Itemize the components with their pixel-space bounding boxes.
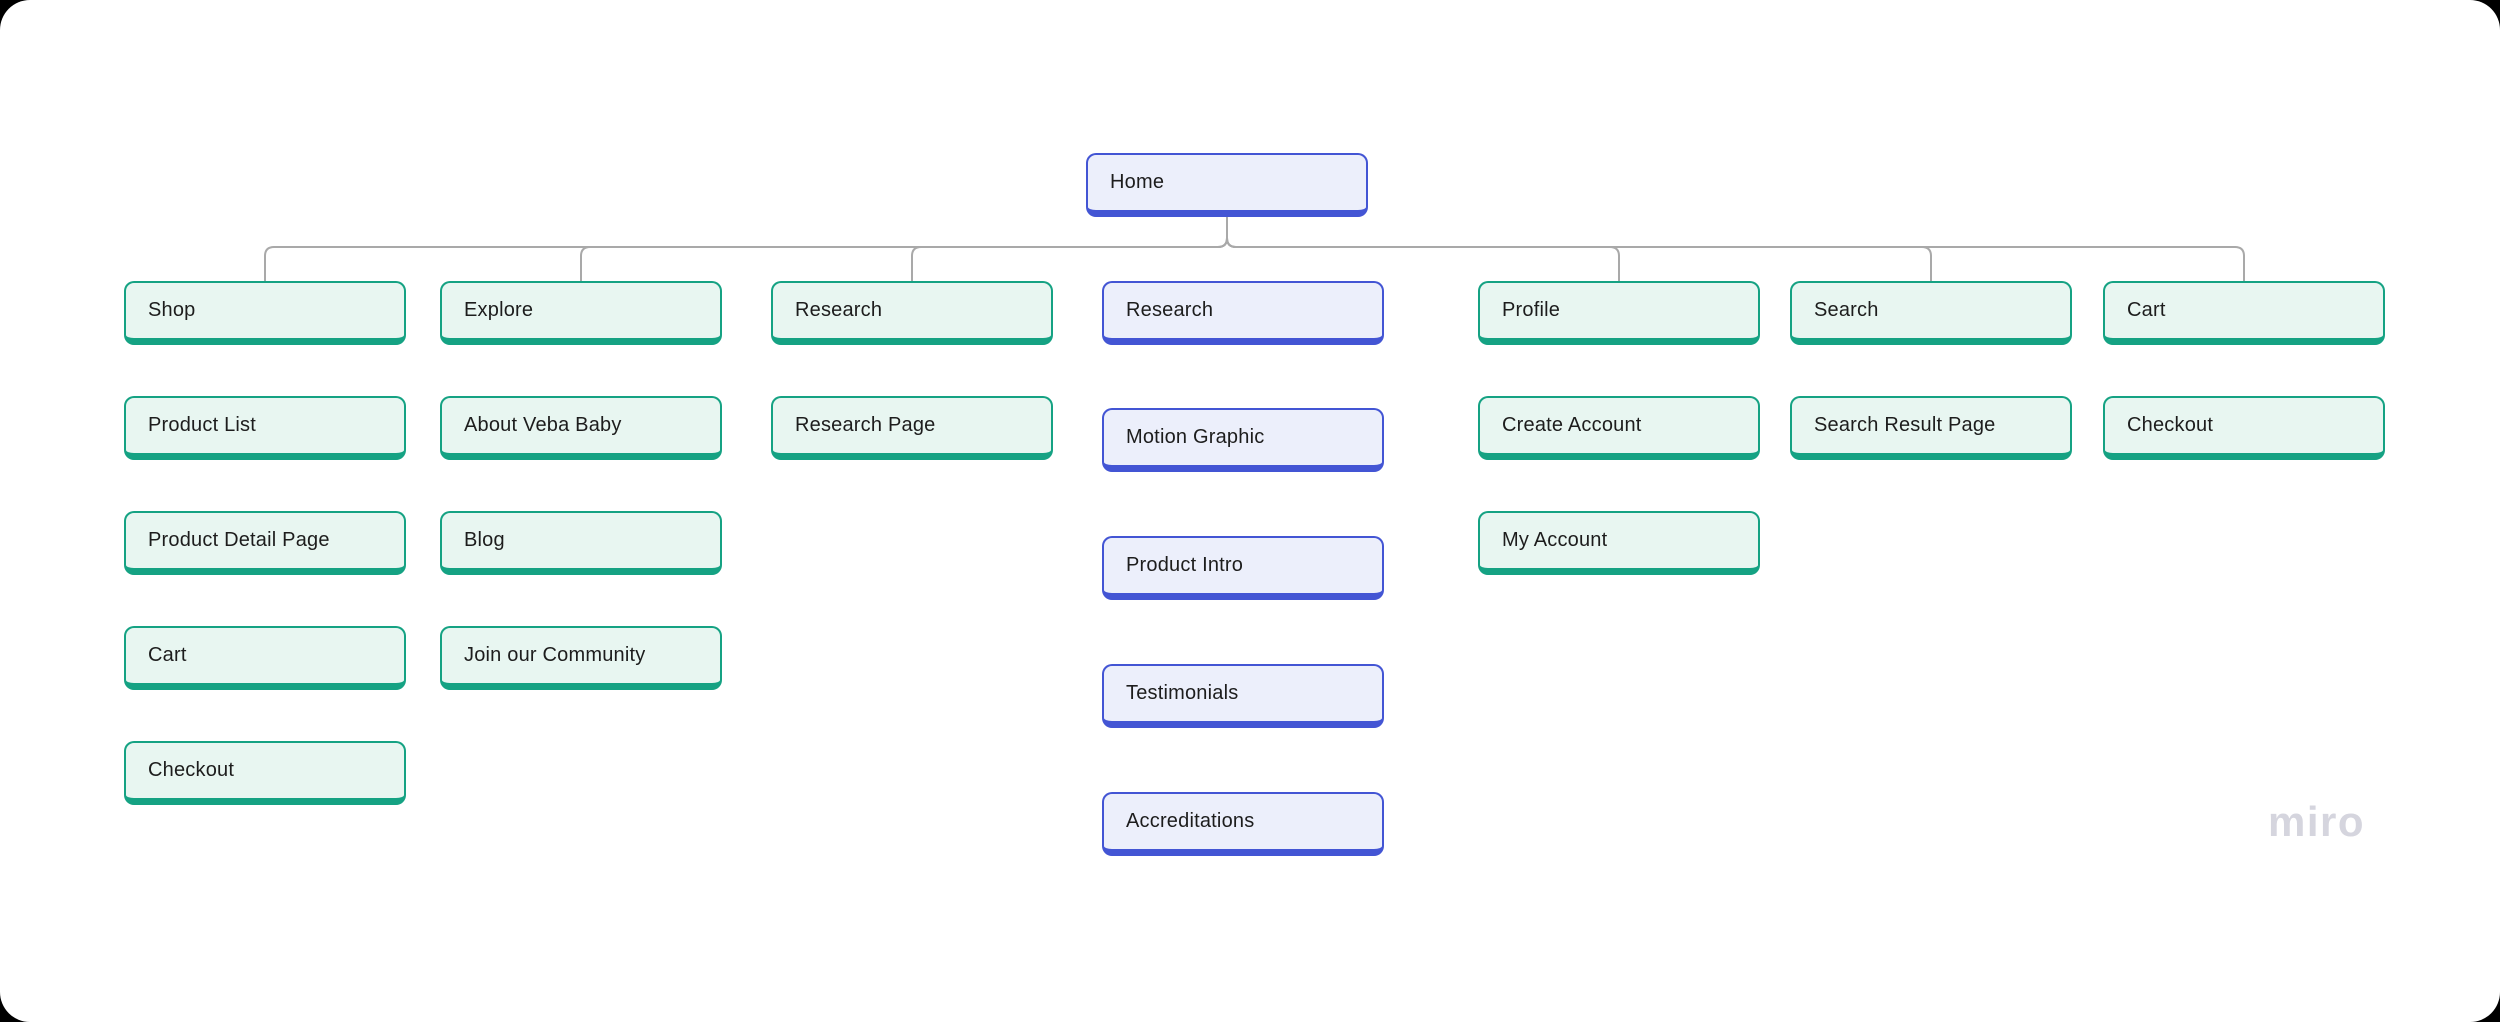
sitemap-node[interactable]: Profile — [1478, 281, 1760, 345]
sitemap-node-label: Shop — [148, 299, 196, 321]
sitemap-node[interactable]: Research — [1102, 281, 1384, 345]
sitemap-node[interactable]: Shop — [124, 281, 406, 345]
sitemap-node-label: Search Result Page — [1814, 414, 1996, 436]
sitemap-node-label: Motion Graphic — [1126, 426, 1265, 448]
sitemap-node-label: Cart — [148, 644, 187, 666]
sitemap-node-label: Search — [1814, 299, 1879, 321]
sitemap-node[interactable]: Cart — [2103, 281, 2385, 345]
sitemap-node-label: Blog — [464, 529, 505, 551]
sitemap-node[interactable]: Research — [771, 281, 1053, 345]
sitemap-node[interactable]: Product List — [124, 396, 406, 460]
sitemap-node-home[interactable]: Home — [1086, 153, 1368, 217]
sitemap-node-label: Product Intro — [1126, 554, 1244, 576]
sitemap-node[interactable]: Testimonials — [1102, 664, 1384, 728]
sitemap-node[interactable]: Cart — [124, 626, 406, 690]
sitemap-node-label: Explore — [464, 299, 534, 321]
sitemap-node-label: Profile — [1502, 299, 1561, 321]
sitemap-node[interactable]: Blog — [440, 511, 722, 575]
sitemap-node[interactable]: Create Account — [1478, 396, 1760, 460]
sitemap-node[interactable]: Join our Community — [440, 626, 722, 690]
sitemap-node-label: Research — [795, 299, 883, 321]
miro-watermark[interactable]: miro — [2268, 798, 2366, 845]
sitemap-node[interactable]: My Account — [1478, 511, 1760, 575]
sitemap-node-label: Product List — [148, 414, 257, 436]
sitemap-node[interactable]: Motion Graphic — [1102, 408, 1384, 472]
sitemap-node-label: My Account — [1502, 529, 1608, 551]
sitemap-node-label: Accreditations — [1126, 810, 1255, 832]
sitemap-node-label: Create Account — [1502, 414, 1642, 436]
sitemap-node[interactable]: Search — [1790, 281, 2072, 345]
sitemap-node[interactable]: About Veba Baby — [440, 396, 722, 460]
sitemap-node-label: Join our Community — [464, 644, 646, 666]
sitemap-node[interactable]: Search Result Page — [1790, 396, 2072, 460]
sitemap-node-label: Product Detail Page — [148, 529, 330, 551]
sitemap-node[interactable]: Product Detail Page — [124, 511, 406, 575]
sitemap-node[interactable]: Accreditations — [1102, 792, 1384, 856]
sitemap-node[interactable]: Checkout — [2103, 396, 2385, 460]
sitemap-node-label: Research — [1126, 299, 1214, 321]
sitemap-node-label: About Veba Baby — [464, 414, 622, 436]
sitemap-node-label: Checkout — [2127, 414, 2214, 436]
sitemap-node-label: Home — [1110, 171, 1165, 193]
sitemap-node[interactable]: Checkout — [124, 741, 406, 805]
sitemap-node[interactable]: Explore — [440, 281, 722, 345]
sitemap-node-label: Cart — [2127, 299, 2166, 321]
sitemap-node-label: Checkout — [148, 759, 235, 781]
sitemap-node[interactable]: Research Page — [771, 396, 1053, 460]
sitemap-node[interactable]: Product Intro — [1102, 536, 1384, 600]
sitemap-node-label: Testimonials — [1126, 682, 1239, 704]
sitemap-node-label: Research Page — [795, 414, 936, 436]
